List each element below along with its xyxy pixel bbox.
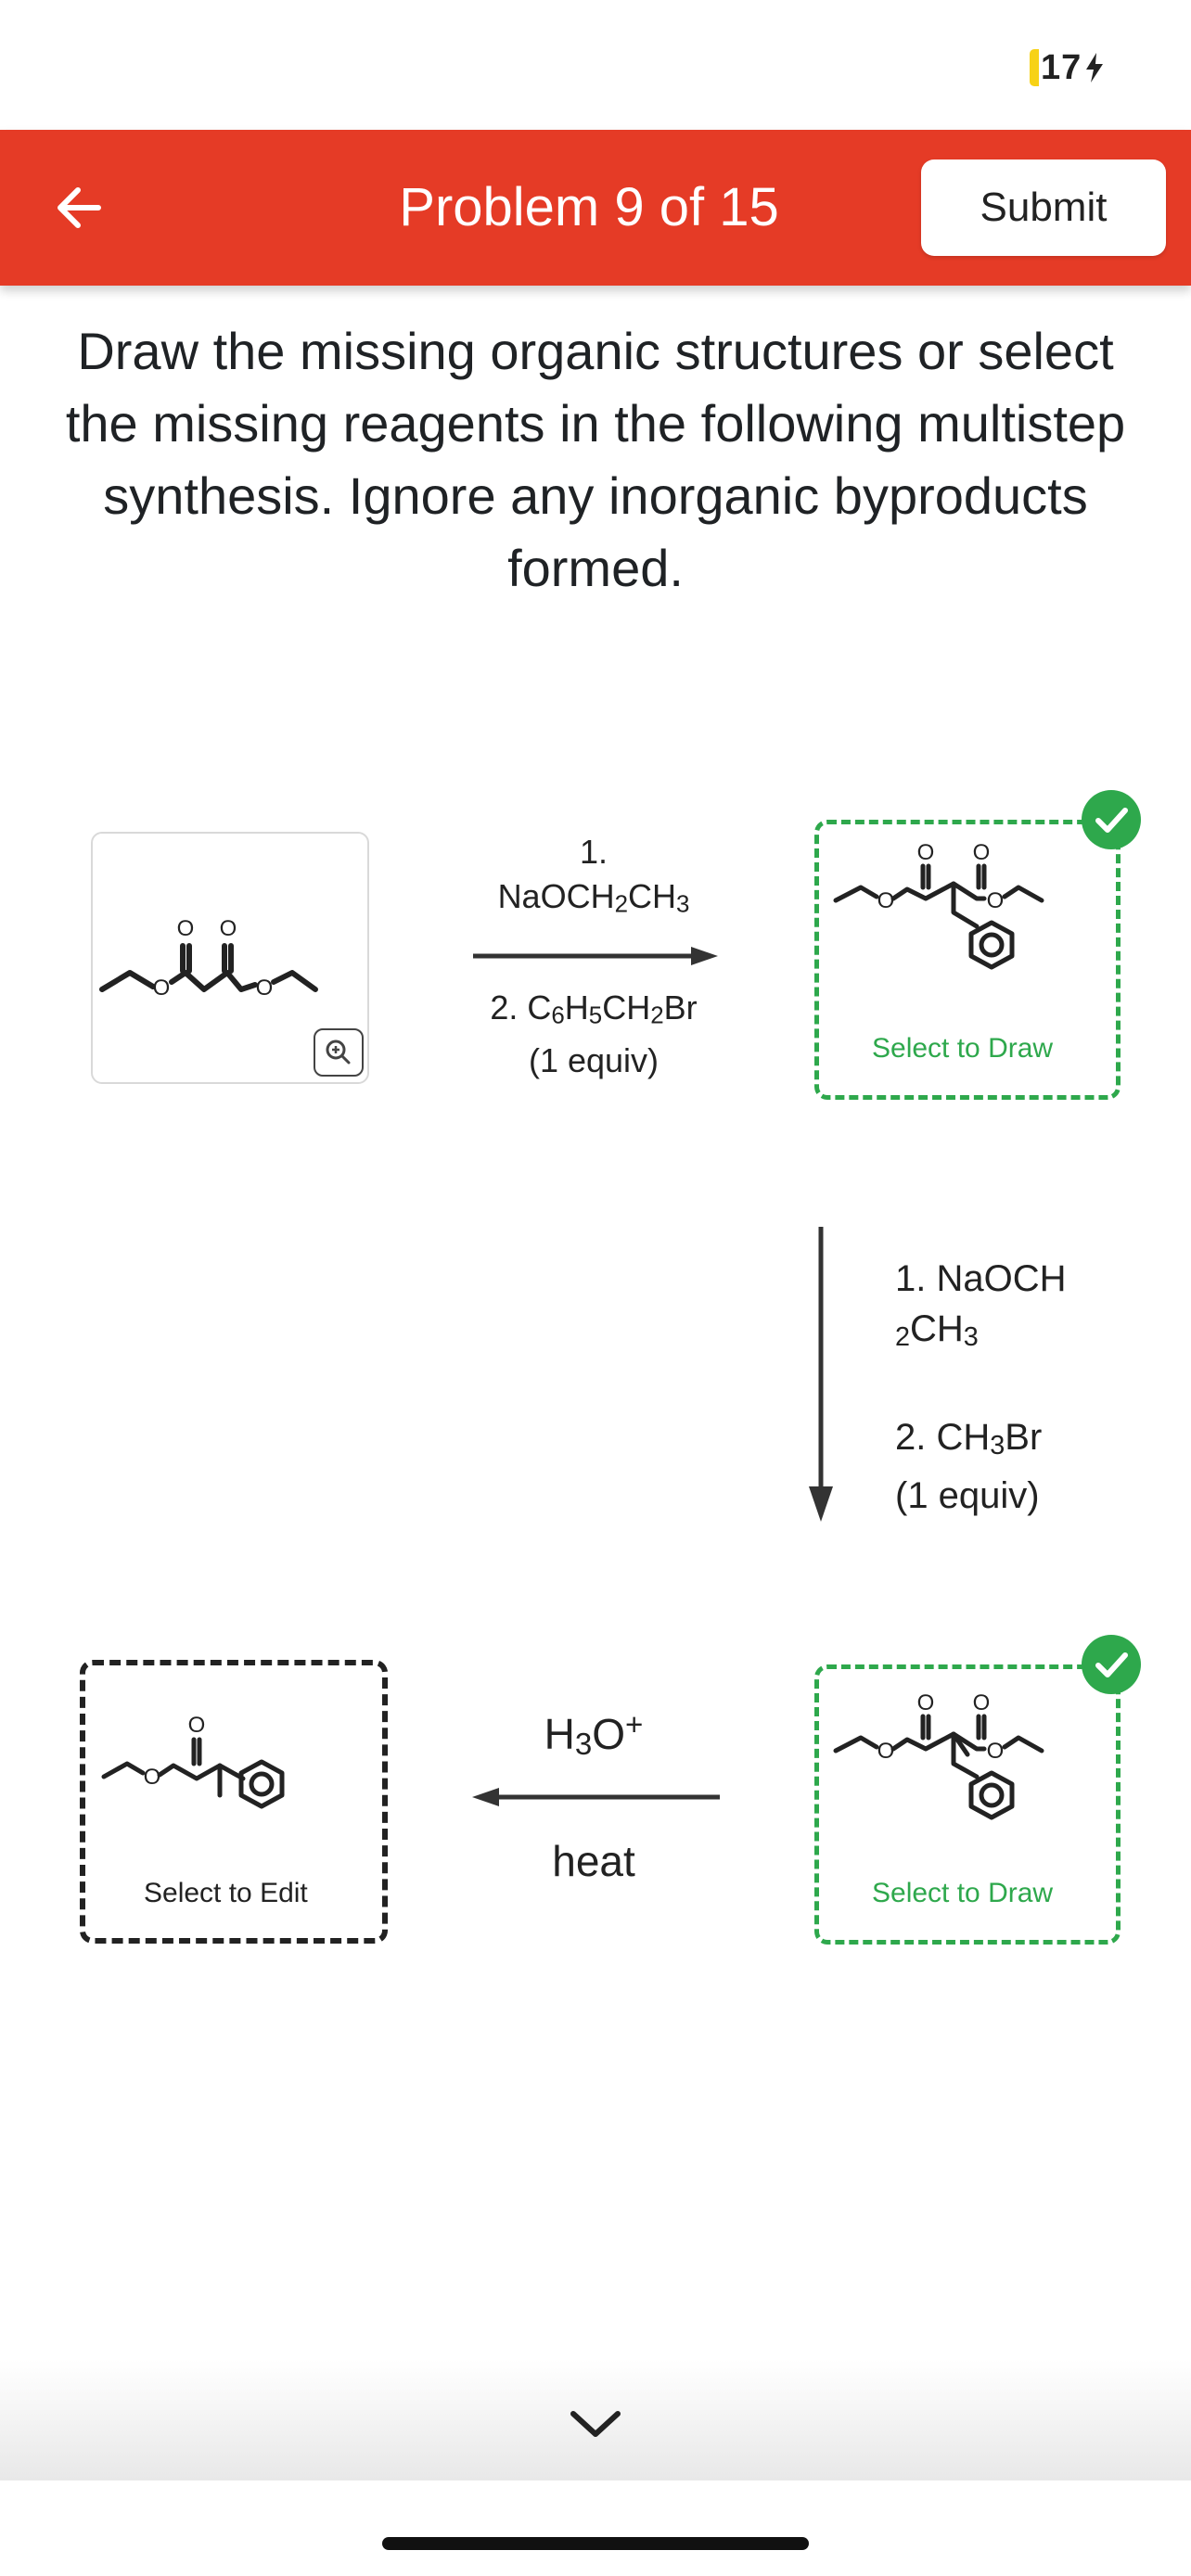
problem-instructions: Draw the missing organic structures or s… <box>65 322 1126 597</box>
p1-ester-oxygen-2: O <box>987 888 1005 913</box>
page-title: Problem 9 of 15 <box>399 177 779 237</box>
final-carbonyl-oxygen: O <box>188 1713 206 1738</box>
carbonyl-oxygen-2: O <box>220 916 237 941</box>
back-arrow-icon[interactable] <box>46 174 113 241</box>
final-product-structure: O O <box>101 1713 285 1809</box>
reaction-arrow-right <box>473 947 718 965</box>
product2-draw-label: Select to Draw <box>872 1878 1054 1908</box>
p2-ester-oxygen-1: O <box>877 1739 895 1764</box>
submit-button[interactable]: Submit <box>921 159 1166 256</box>
final-ester-oxygen: O <box>144 1765 161 1790</box>
ester-oxygen-2: O <box>256 976 274 1001</box>
carbonyl-oxygen-1: O <box>177 916 195 941</box>
home-indicator[interactable] <box>382 2537 809 2550</box>
product1-draw-label: Select to Draw <box>872 1033 1054 1064</box>
p2-carbonyl-oxygen-2: O <box>973 1690 991 1715</box>
battery-icon <box>1030 49 1039 86</box>
battery-indicator: 17 <box>1030 48 1106 87</box>
product2-check-icon <box>1082 1635 1141 1694</box>
step2-reagents[interactable]: 1. NaOCH 2CH3 2. CH3Br (1 equiv) <box>895 1258 1067 1517</box>
starting-material-structure: O O O O <box>99 916 318 1001</box>
p1-carbonyl-oxygen-1: O <box>917 840 935 865</box>
product2-structure: O O O O <box>833 1690 1044 1820</box>
p2-carbonyl-oxygen-1: O <box>917 1690 935 1715</box>
reaction-arrow-left <box>472 1788 720 1806</box>
bottom-toolbar <box>0 2360 1191 2480</box>
final-product-edit-box[interactable]: O O <box>80 1660 388 1944</box>
product2-draw-box[interactable]: O O O O Select to Draw <box>814 1664 1121 1945</box>
p1-ester-oxygen-1: O <box>877 888 895 913</box>
product1-check-icon <box>1082 790 1141 849</box>
magnify-plus-icon <box>326 1039 351 1065</box>
ester-oxygen-1: O <box>153 976 171 1001</box>
reaction-arrow-down <box>809 1227 833 1522</box>
product1-structure: O O O O <box>833 840 1044 970</box>
p2-ester-oxygen-2: O <box>987 1739 1005 1764</box>
status-bar: 17 <box>0 0 1191 130</box>
p1-carbonyl-oxygen-2: O <box>973 840 991 865</box>
step1-reagent-1[interactable]: 1. NaOCH2CH3 <box>497 833 690 918</box>
step3-reagent-below[interactable]: heat <box>552 1837 635 1885</box>
chevron-down-icon[interactable] <box>566 2406 625 2443</box>
app-header: Problem 9 of 15 Submit <box>0 130 1191 286</box>
starting-material-box: O O O O <box>91 832 369 1084</box>
battery-level: 17 <box>1041 47 1082 87</box>
charging-bolt-icon <box>1086 53 1104 83</box>
zoom-button[interactable] <box>314 1028 364 1077</box>
step1-reagent-2[interactable]: 2. C6H5CH2Br (1 equiv) <box>490 988 698 1079</box>
product1-draw-box[interactable]: O O O O Select to Draw <box>814 820 1121 1100</box>
step3-reagent-above[interactable]: H3O+ <box>544 1708 644 1762</box>
final-product-edit-label: Select to Edit <box>144 1878 308 1908</box>
